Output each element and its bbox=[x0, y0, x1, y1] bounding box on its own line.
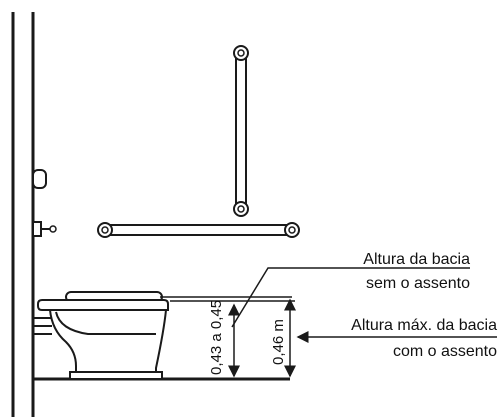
label-bowl-without-seat-line2: sem o assento bbox=[366, 275, 470, 292]
toilet-bowl-body bbox=[48, 309, 168, 377]
wall-fixture-icon bbox=[32, 221, 57, 237]
dimension-range-label: 0,43 a 0,45 bbox=[208, 300, 225, 375]
dimension-max-label: 0,46 m bbox=[270, 319, 287, 365]
horizontal-grab-bar bbox=[97, 222, 300, 238]
leader-line-bowl-height bbox=[231, 267, 470, 328]
toilet bbox=[33, 291, 169, 380]
label-bowl-with-seat-line1: Altura máx. da bacia bbox=[351, 317, 497, 334]
toilet-bowl-rim bbox=[37, 299, 169, 311]
vertical-grab-bar bbox=[233, 45, 249, 217]
flush-valve-icon bbox=[32, 169, 47, 189]
label-bowl-without-seat-line1: Altura da bacia bbox=[363, 251, 470, 268]
toilet-base bbox=[69, 371, 163, 380]
wall bbox=[11, 12, 35, 417]
label-bowl-with-seat-line2: com o assento bbox=[393, 343, 497, 360]
